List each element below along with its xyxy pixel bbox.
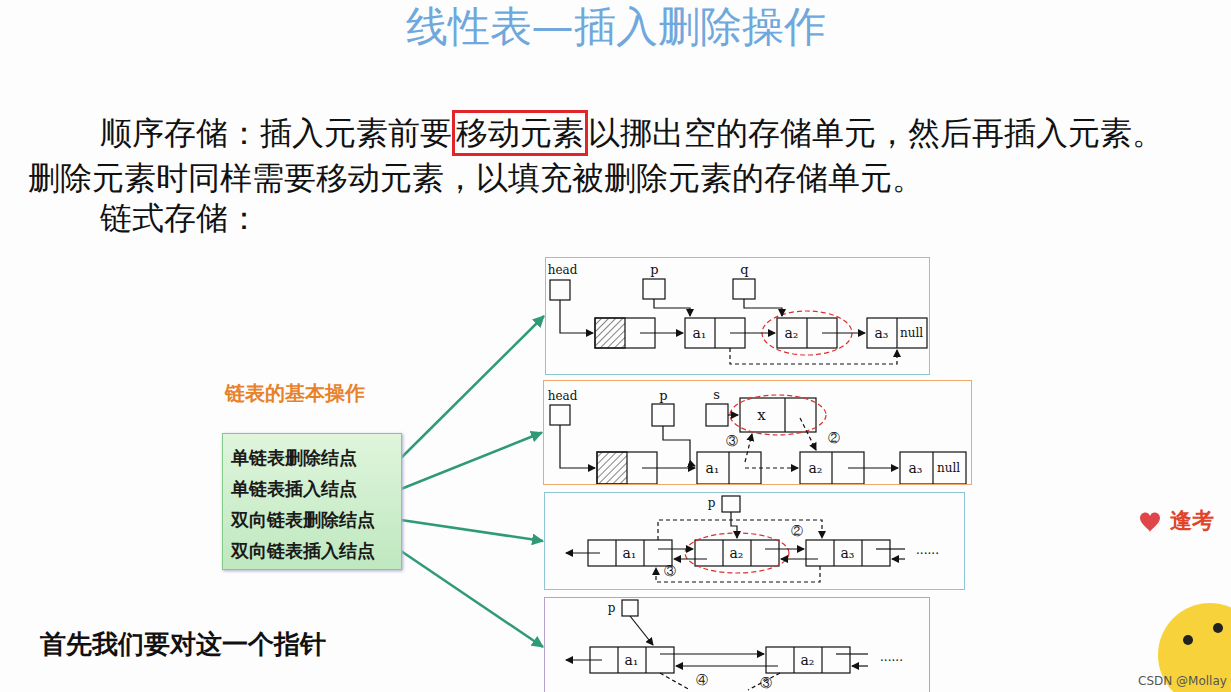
callout-number: ④ — [696, 674, 708, 686]
diagram-label: head — [548, 390, 578, 402]
diagram-label: ...... — [880, 651, 903, 663]
diagram-label: x — [757, 407, 765, 422]
highlight-text: 移动元素 — [452, 110, 588, 156]
diagram-label: p — [608, 602, 616, 614]
diagram-label: a₁ — [625, 653, 639, 667]
diagram-label: p — [708, 497, 716, 509]
paragraph-line: 顺序存储：插入元素前要移动元素以挪出空的存储单元，然后再插入元素。 — [100, 110, 1164, 156]
list-item: 双向链表删除结点 — [225, 505, 401, 535]
diagram-label: a₁ — [623, 546, 637, 560]
diagram-label: s — [713, 387, 720, 400]
diagram-panel: head p s x ③ ② a₁ a₂ a₃ null — [543, 380, 972, 485]
diagram-panel: head p q a₁ a₂ a₃ null — [545, 257, 930, 375]
diagram-label: a₃ — [909, 461, 923, 475]
item-text: 单链表插入结点 — [231, 474, 395, 504]
callout-number: ② — [791, 525, 803, 537]
operations-box: 链表的基本操作单链表删除结点单链表插入结点双向链表删除结点双向链表插入结点 — [222, 433, 402, 570]
diagram-label: a₂ — [730, 546, 744, 560]
diagram-label: a₃ — [875, 326, 889, 340]
connector-arrow — [401, 433, 542, 490]
diagram-label: a₂ — [785, 326, 799, 340]
paragraph-text: 删除元素时同样需要移动元素，以填充被删除元素的存储单元。 — [28, 158, 924, 198]
callout-number: ③ — [664, 565, 676, 577]
diagram-label: q — [740, 262, 748, 275]
diagram-panel: p a₁ a₂...... ④ ③ — [544, 597, 930, 692]
connector-arrow — [401, 316, 544, 458]
subtitle-text: 首先我们要对这一个指针 — [40, 628, 326, 661]
watermark: 逢考 — [1170, 507, 1214, 535]
diagram-panel: p ② a₁ a₂ a₃...... ③ — [544, 492, 965, 590]
list-item: 双向链表插入结点 — [225, 536, 401, 566]
diagram-label: p — [650, 262, 658, 275]
diagram-label: ...... — [916, 544, 939, 556]
connector-arrow — [401, 520, 543, 541]
paragraph-text: 以挪出空的存储单元，然后再插入元素。 — [588, 113, 1164, 153]
paragraph-text: 顺序存储：插入元素前要 — [100, 113, 452, 153]
diagram-label: a₂ — [809, 461, 823, 475]
connector-arrow — [401, 551, 543, 647]
callout-number: ③ — [760, 677, 772, 689]
diagram-label: a₁ — [693, 326, 707, 340]
section-label: 链式存储： — [100, 198, 260, 238]
watermark: CSDN @Mollay — [1138, 674, 1227, 689]
group-heading: 链表的基本操作 — [225, 380, 365, 407]
item-text: 双向链表删除结点 — [231, 505, 395, 535]
diagram-label: null — [937, 462, 960, 474]
list-item: 单链表删除结点 — [225, 443, 401, 473]
callout-number: ③ — [726, 435, 738, 447]
item-text: 双向链表插入结点 — [231, 536, 395, 566]
diagram-label: a₂ — [801, 653, 815, 667]
callout-number: ② — [828, 432, 840, 444]
item-text: 单链表删除结点 — [231, 443, 395, 473]
diagram-label: null — [900, 327, 923, 339]
diagram-label: p — [659, 388, 667, 401]
diagram-label: head — [548, 264, 578, 276]
diagram-label: a₁ — [706, 461, 720, 475]
list-item: 单链表插入结点 — [225, 474, 401, 504]
heart-icon — [1140, 512, 1160, 532]
diagram-label: a₃ — [841, 546, 855, 560]
slide-title: 线性表—插入删除操作 — [0, 4, 1231, 50]
